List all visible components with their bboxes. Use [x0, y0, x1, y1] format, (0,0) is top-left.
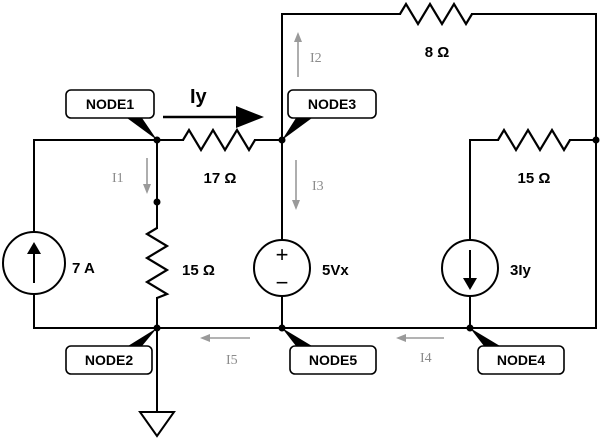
label-7a: 7 A: [72, 260, 95, 277]
node-tag-3: NODE3: [282, 89, 377, 140]
iy-label: Iy: [190, 86, 208, 108]
i4-label: I4: [420, 351, 432, 366]
junction-dots: [153, 136, 600, 332]
iy-arrowhead: [236, 106, 264, 128]
resistors: [144, 1, 571, 300]
node4-label: NODE4: [497, 352, 545, 368]
node2-label: NODE2: [85, 352, 133, 368]
node1-label: NODE1: [86, 96, 134, 112]
node-tag-5: NODE5: [282, 328, 377, 375]
resistor-15ohm-middle: [144, 227, 170, 300]
current-arrows: I2 I1 I3 I5 I4: [112, 32, 444, 368]
node3-label: NODE3: [308, 96, 356, 112]
voltage-source-5vx: + −: [253, 239, 311, 297]
dot-right: [592, 136, 600, 144]
wire-left-bottom: [33, 293, 158, 329]
wire-left-top: [33, 139, 158, 233]
node-tag-1: NODE1: [65, 89, 157, 140]
plus-sign: +: [276, 242, 289, 267]
resistor-15ohm-right: [497, 127, 571, 153]
label-r8: 8 Ω: [425, 44, 450, 61]
label-r15-right: 15 Ω: [518, 170, 551, 187]
i3-label: I3: [312, 179, 324, 194]
node-tag-2: NODE2: [65, 328, 157, 375]
node5-label: NODE5: [309, 352, 357, 368]
dependent-current-source-3iy: [441, 239, 499, 297]
resistor-17ohm: [182, 127, 256, 153]
label-5vx: 5Vx: [322, 262, 349, 279]
i5-label: I5: [226, 353, 238, 368]
dot-node1-lower: [153, 198, 161, 206]
i1-label: I1: [112, 171, 124, 186]
label-r15-middle: 15 Ω: [182, 262, 215, 279]
wire-top-right: [471, 13, 597, 329]
label-r17: 17 Ω: [204, 170, 237, 187]
label-3iy: 3Iy: [510, 262, 532, 279]
ground-symbol: [138, 411, 176, 438]
current-source-7a: [2, 231, 66, 295]
wires: [33, 13, 597, 413]
node-tag-4: NODE4: [470, 328, 565, 375]
iy-indicator: Iy: [163, 86, 264, 128]
minus-sign: −: [276, 270, 289, 295]
i2-label: I2: [310, 51, 322, 66]
resistor-8ohm: [399, 1, 473, 27]
